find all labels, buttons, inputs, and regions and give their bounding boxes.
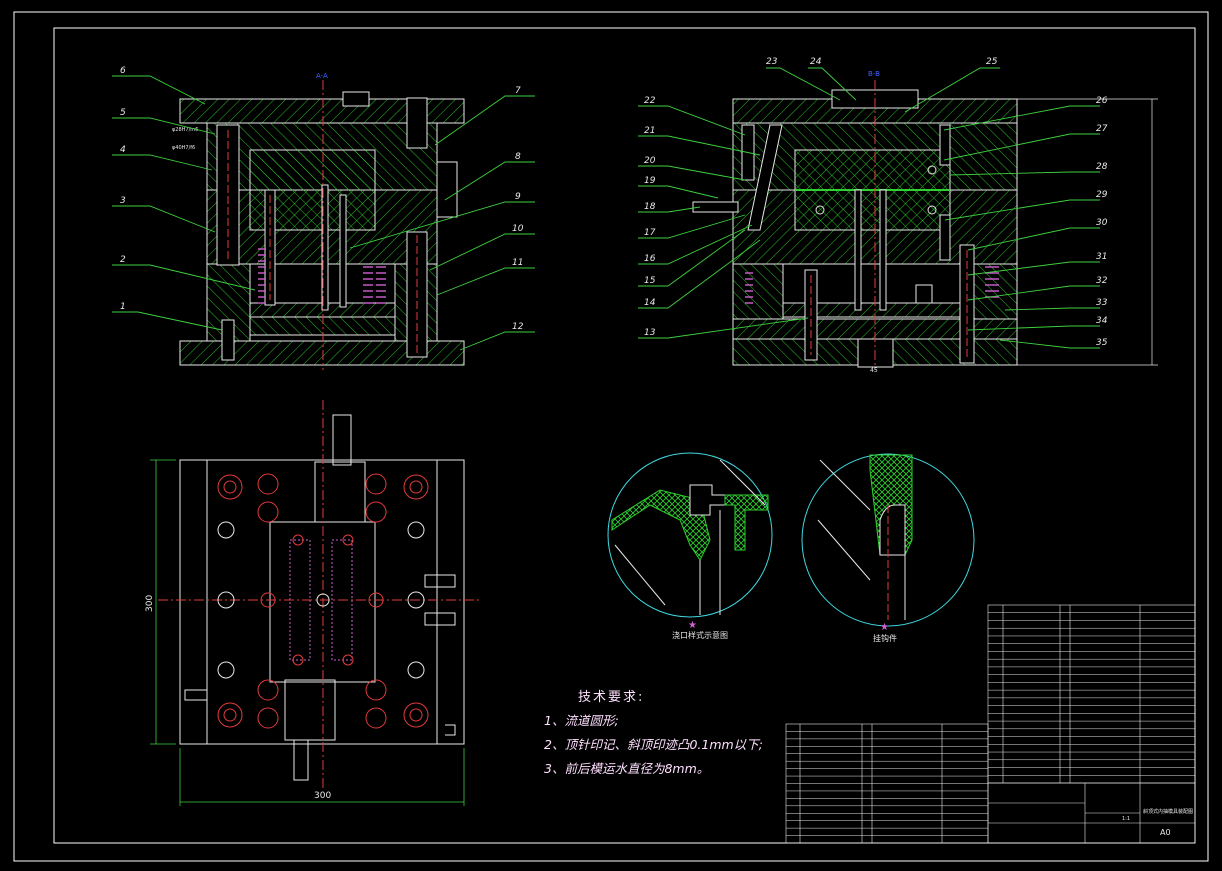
title-scale: 1:1 [1122,816,1130,822]
callout-23: 23 [766,57,778,67]
inner-border [53,27,1196,844]
callout-24: 24 [810,57,822,67]
callout-16: 16 [644,254,656,264]
detail-label-gate: 浇口样式示意图 [672,630,728,640]
callout-30: 30 [1096,218,1108,228]
tech-requirement-1: 1、流道圆形; [544,713,619,728]
callout-3: 3 [120,196,126,206]
callout-29: 29 [1096,190,1108,200]
callout-20: 20 [644,156,656,166]
title-block [987,782,1196,844]
bom-table-upper [987,604,1196,784]
fit-label-2: φ40H7/f6 [172,145,195,151]
callout-15: 15 [644,276,656,286]
callout-14: 14 [644,298,656,308]
callout-7: 7 [515,86,521,96]
callout-21: 21 [644,126,655,136]
left-callout-numbers: 1 2 3 4 5 6 7 8 9 10 11 12 [120,66,524,332]
callout-1: 1 [120,302,126,312]
plan-holes [217,473,429,729]
dim-width-300: 300 [314,791,331,801]
bom-table-lower-rows [786,731,988,836]
callout-12: 12 [512,322,524,332]
left-section-view [179,80,465,370]
callout-22: 22 [644,96,656,106]
callout-26: 26 [1096,96,1108,106]
title-drawing-name: 斜顶式内抽模具装配图 [1143,808,1193,815]
right-leaders [638,67,1100,349]
dim-height-300: 300 [145,595,155,612]
callout-25: 25 [986,57,998,67]
right-height-dimension [1017,98,1158,366]
callout-34: 34 [1096,316,1108,326]
left-leaders [112,75,535,351]
detail-gate: ★ [607,452,773,631]
callout-33: 33 [1096,298,1108,308]
callout-27: 27 [1096,124,1108,134]
detail-label-hook: 挂钩件 [873,633,897,643]
callout-32: 32 [1096,276,1108,286]
section-mark-b: B-B [868,70,880,78]
title-sheet-size: A0 [1160,828,1171,837]
detail-hook: ★ [801,453,975,633]
plan-view [158,400,480,790]
callout-19: 19 [644,176,656,186]
callout-5: 5 [120,108,126,118]
callout-9: 9 [515,192,521,202]
callout-13: 13 [644,328,656,338]
right-section-view [692,80,1018,370]
outer-border [13,11,1209,862]
callout-28: 28 [1096,162,1108,172]
tech-requirement-3: 3、前后模运水直径为8mm。 [544,761,710,776]
tech-requirements-title: 技术要求: [578,690,645,705]
detail-mark-2: ★ [880,622,889,633]
callout-17: 17 [644,228,656,238]
callout-31: 31 [1096,252,1107,262]
callout-18: 18 [644,202,656,212]
bom-table-upper-rows [988,612,1195,776]
callout-6: 6 [120,66,126,76]
plan-dimensions [150,459,465,806]
right-callout-numbers: 22 21 20 19 18 17 16 15 14 13 23 24 25 2… [644,57,1108,348]
fit-label-1: φ28H7/m6 [172,127,198,133]
callout-8: 8 [515,152,521,162]
detail-mark-1: ★ [688,620,697,631]
callout-35: 35 [1096,338,1108,348]
callout-11: 11 [512,258,523,268]
callout-10: 10 [512,224,524,234]
callout-2: 2 [120,255,126,265]
dim-small: 45 [870,367,878,374]
callout-4: 4 [120,145,126,155]
tech-requirement-2: 2、顶针印记、斜顶印迹凸0.1mm以下; [544,737,763,752]
section-mark-a: A-A [316,72,328,80]
